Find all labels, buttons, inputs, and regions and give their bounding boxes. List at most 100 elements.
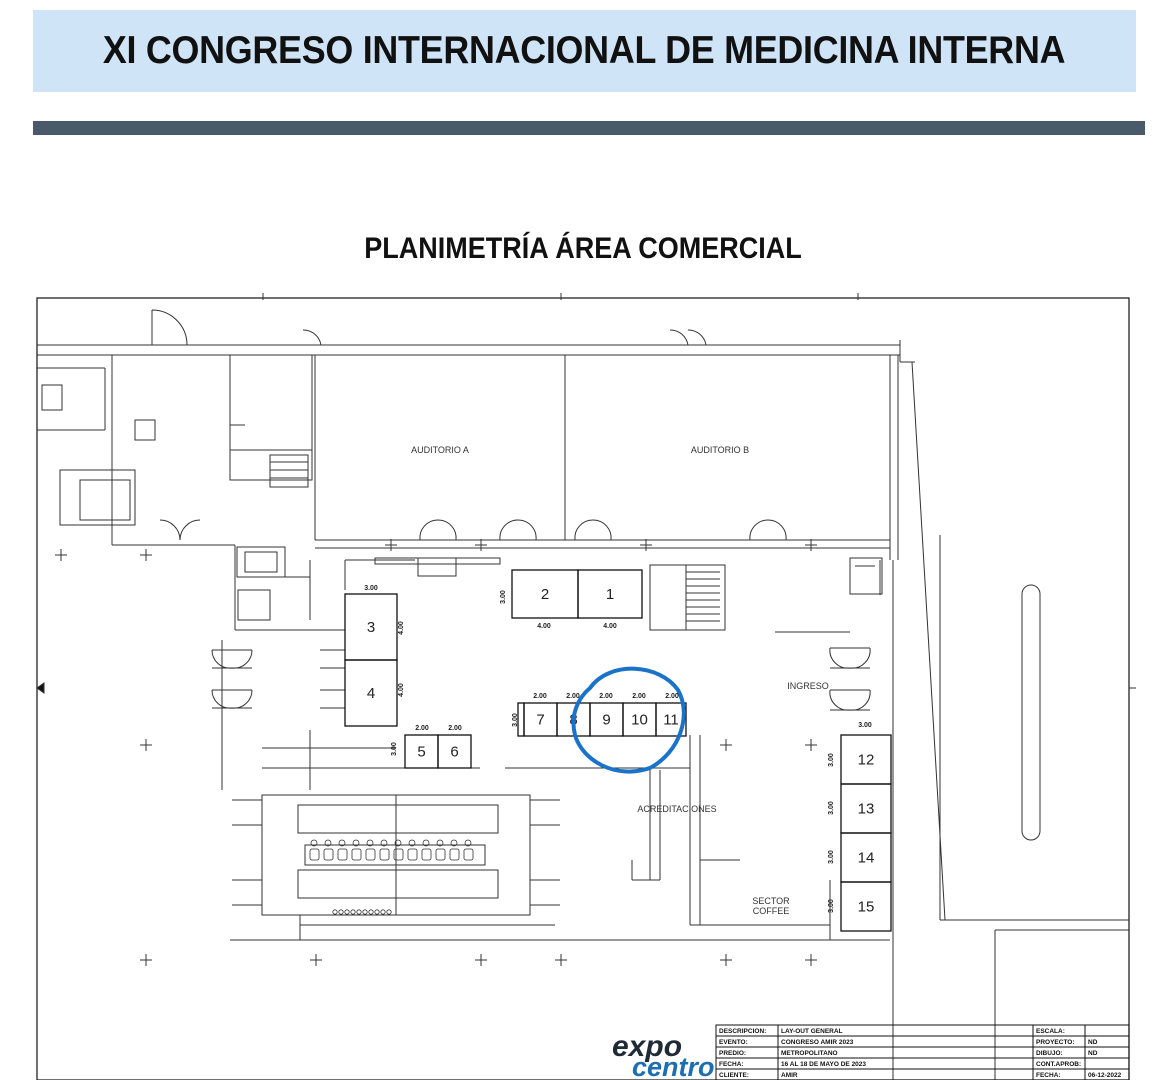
dim-label: 2.00 [599,693,613,700]
tb-cliente-value: AMIR [781,1072,798,1079]
sink-fixture [310,839,318,847]
toilet-fixture [449,848,460,861]
tb-descripcion-label: DESCRIPCION: [719,1028,766,1035]
dim-label: 3.00 [500,590,507,604]
basin-fixture [386,909,392,915]
booth-label-2: 2 [541,586,549,603]
sink-fixture [352,839,360,847]
booth-label-10: 10 [631,712,648,729]
tb-dibujo-label: DIBUJO: [1036,1050,1063,1057]
dim-label: 3.00 [512,713,519,727]
dim-label: 2.00 [533,693,547,700]
sink-fixture [380,839,388,847]
toilet-fixture [421,848,432,861]
booth-label-5: 5 [417,744,425,761]
toilet-fixture [323,848,334,861]
basin-fixture [344,909,350,915]
toilet-fixture [365,848,376,861]
basin-fixture [368,909,374,915]
sink-fixture [422,839,430,847]
sink-fixture [394,839,402,847]
dim-label: 2.00 [448,725,462,732]
dim-label: 4.00 [398,621,405,635]
booth-label-3: 3 [367,619,375,636]
basin-fixture [350,909,356,915]
dim-label: 3.00 [828,899,835,913]
highlight-circle [571,666,686,774]
basin-fixture [380,909,386,915]
toilet-fixture [309,848,320,861]
booth-2 [511,569,579,619]
toilet-fixture [463,848,474,861]
sink-fixture [436,839,444,847]
tb-fecha2-label: FECHA: [1036,1072,1061,1079]
dim-label: 3.00 [858,722,872,729]
centro-logo-text: centro [632,1052,715,1080]
booth-label-4: 4 [367,685,375,702]
dim-label: 2.00 [566,693,580,700]
tb-proyecto-label: PROYECTO: [1036,1039,1075,1046]
tb-fecha-label: FECHA: [719,1061,744,1068]
sink-fixture [338,839,346,847]
header-divider [33,121,1145,135]
dim-label: 2.00 [665,693,679,700]
toilet-fixture [393,848,404,861]
basin-fixture [338,909,344,915]
basin-fixture [332,909,338,915]
sink-fixture [366,839,374,847]
room-label-sector: SECTOR [752,896,790,906]
sink-fixture [324,839,332,847]
dim-label: 3.00 [364,585,378,592]
tb-escala-label: ESCALA: [1036,1028,1065,1035]
booth-label-1: 1 [606,586,614,603]
tb-fecha-value: 16 AL 18 DE MAYO DE 2023 [781,1061,866,1068]
dim-label: 2.00 [632,693,646,700]
booth-label-9: 9 [602,712,610,729]
booth-6 [437,734,472,769]
tb-contaprob-label: CONT.APROB: [1036,1061,1081,1068]
toilet-fixture [351,848,362,861]
title-banner: XI CONGRESO INTERNACIONAL DE MEDICINA IN… [33,10,1136,92]
booth-label-7: 7 [536,712,544,729]
booth-label-6: 6 [450,744,458,761]
dim-label: 3.00 [828,801,835,815]
basin-fixture [356,909,362,915]
dim-label: 3.00 [391,742,398,756]
booth-15 [840,881,892,932]
tb-predio-label: PREDIO: [719,1050,746,1057]
tb-proyecto-value: ND [1088,1039,1098,1046]
dim-label: 4.00 [398,683,405,697]
booth-label-15: 15 [858,899,875,916]
booth-label-13: 13 [858,801,875,818]
basin-fixture [362,909,368,915]
dim-label: 4.00 [603,623,617,630]
tb-evento-value: CONGRESO AMIR 2023 [781,1039,854,1046]
dim-label: 2.00 [415,725,429,732]
room-label-auditorio-a: AUDITORIO A [411,445,469,455]
toilet-fixture [337,848,348,861]
plan-subtitle: PLANIMETRÍA ÁREA COMERCIAL [364,232,802,265]
dim-label: 3.00 [828,850,835,864]
room-label-acreditaciones: ACREDITACIONES [637,804,716,814]
tb-descripcion-value: LAY-OUT GENERAL [781,1028,843,1035]
expo-logo-text: expo [612,1030,682,1063]
sink-fixture [408,839,416,847]
title-block: DESCRIPCION: LAY-OUT GENERAL EVENTO: CON… [719,1028,1122,1079]
booth-label-11: 11 [663,712,679,729]
booth-11 [655,702,687,737]
room-label-ingreso: INGRESO [787,681,829,691]
page-title: XI CONGRESO INTERNACIONAL DE MEDICINA IN… [103,29,1066,72]
tb-fecha2-value: 06-12-2022 [1088,1072,1122,1079]
booth-4 [344,659,398,727]
dim-label: 4.00 [537,623,551,630]
sink-fixture [464,839,472,847]
booth-edge [517,702,525,737]
room-label-coffee: COFFEE [753,906,790,916]
room-label-auditorio-b: AUDITORIO B [691,445,749,455]
tb-dibujo-value: ND [1088,1050,1098,1057]
toilet-fixture [379,848,390,861]
dim-label: 3.00 [828,753,835,767]
basin-fixture [374,909,380,915]
tb-predio-value: METROPOLITANO [781,1050,838,1057]
